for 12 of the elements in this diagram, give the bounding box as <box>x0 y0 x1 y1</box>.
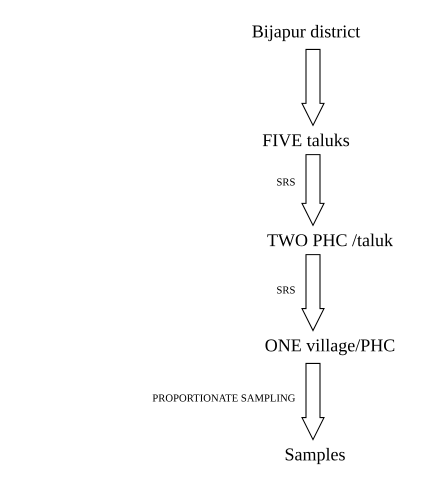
edge-label: SRS <box>277 178 295 186</box>
node-text: Samples <box>286 448 345 464</box>
block-arrow <box>301 48 325 127</box>
node-text: Bijapur district <box>252 24 360 42</box>
node-text: ONE village/PHC <box>265 338 394 356</box>
block-arrow <box>301 254 325 332</box>
block-arrow <box>301 154 325 227</box>
edge-label: PROPORTIONATE SAMPLING <box>152 394 296 402</box>
node-text: TWO PHC /taluk <box>267 234 394 246</box>
node-text: FIVE taluks <box>262 134 350 146</box>
edge-label: SRS <box>277 286 295 294</box>
block-arrow <box>301 362 325 441</box>
